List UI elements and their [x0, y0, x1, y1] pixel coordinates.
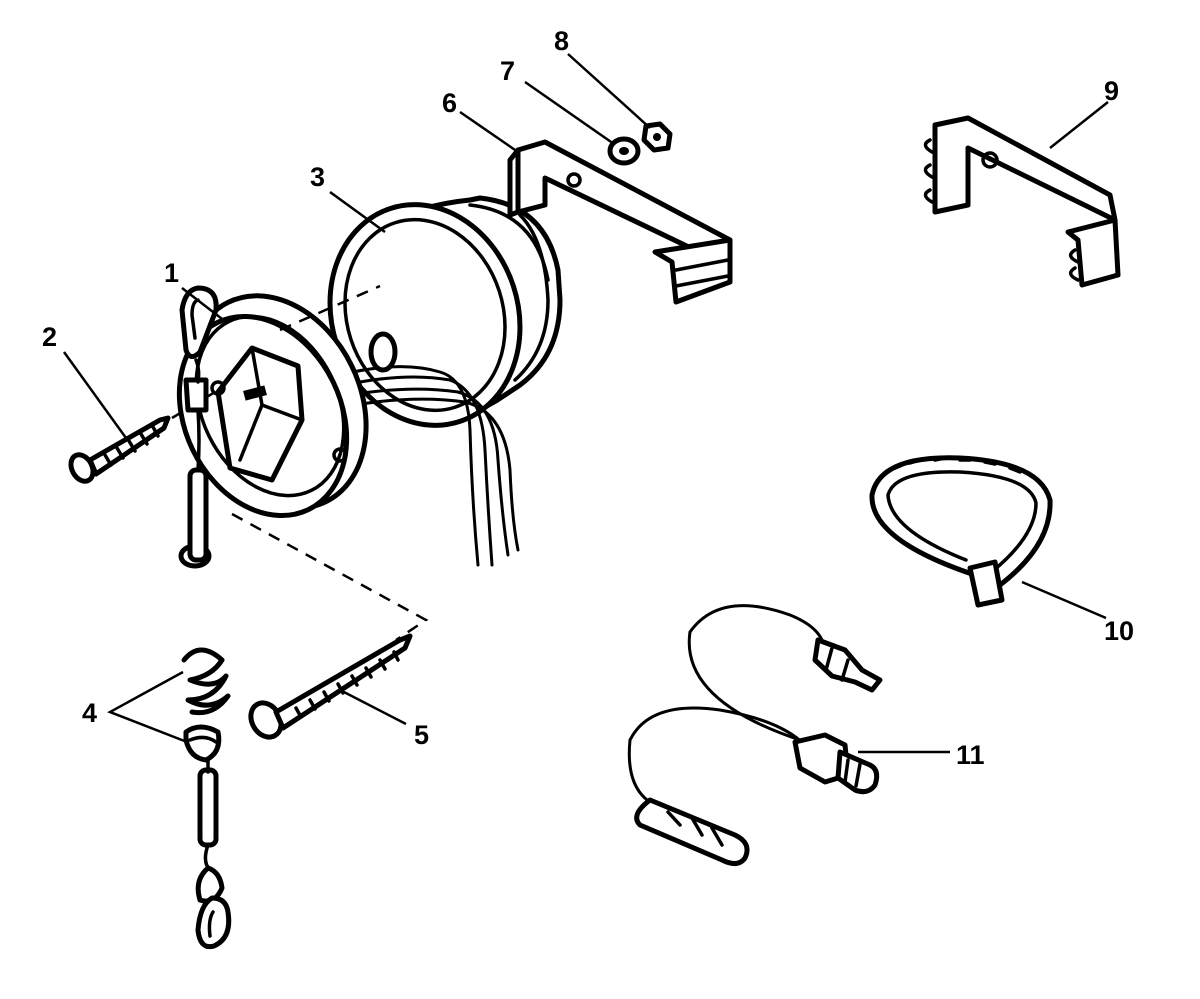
callout-9: 9	[1104, 76, 1119, 106]
callout-5: 5	[414, 720, 429, 750]
part-1-switch-faceplate	[176, 293, 369, 519]
part-9-bracket	[923, 115, 1121, 288]
switch-wires	[338, 331, 520, 567]
part-10-hose-clamp	[869, 455, 1053, 608]
part-5-long-screw	[248, 633, 413, 740]
part-8-nut	[641, 121, 673, 153]
part-2-screw	[68, 415, 171, 484]
callout-3: 3	[310, 162, 325, 192]
callout-7: 7	[500, 56, 515, 86]
part-11-sensor-lead	[627, 604, 883, 866]
callout-11: 11	[956, 740, 985, 770]
part-6-bracket	[507, 139, 733, 305]
callout-1: 1	[164, 258, 179, 288]
callout-10: 10	[1104, 616, 1134, 646]
part-7-washer	[607, 136, 641, 166]
part-4-lanyard	[178, 285, 232, 950]
leader-lines	[62, 53, 1109, 754]
callout-2: 2	[42, 322, 57, 352]
callout-6: 6	[442, 88, 457, 118]
callout-8: 8	[554, 26, 569, 56]
callout-labels: 1 2 3 4 5 6 7 8 9 10 11	[42, 26, 1134, 770]
callout-4: 4	[82, 698, 97, 728]
